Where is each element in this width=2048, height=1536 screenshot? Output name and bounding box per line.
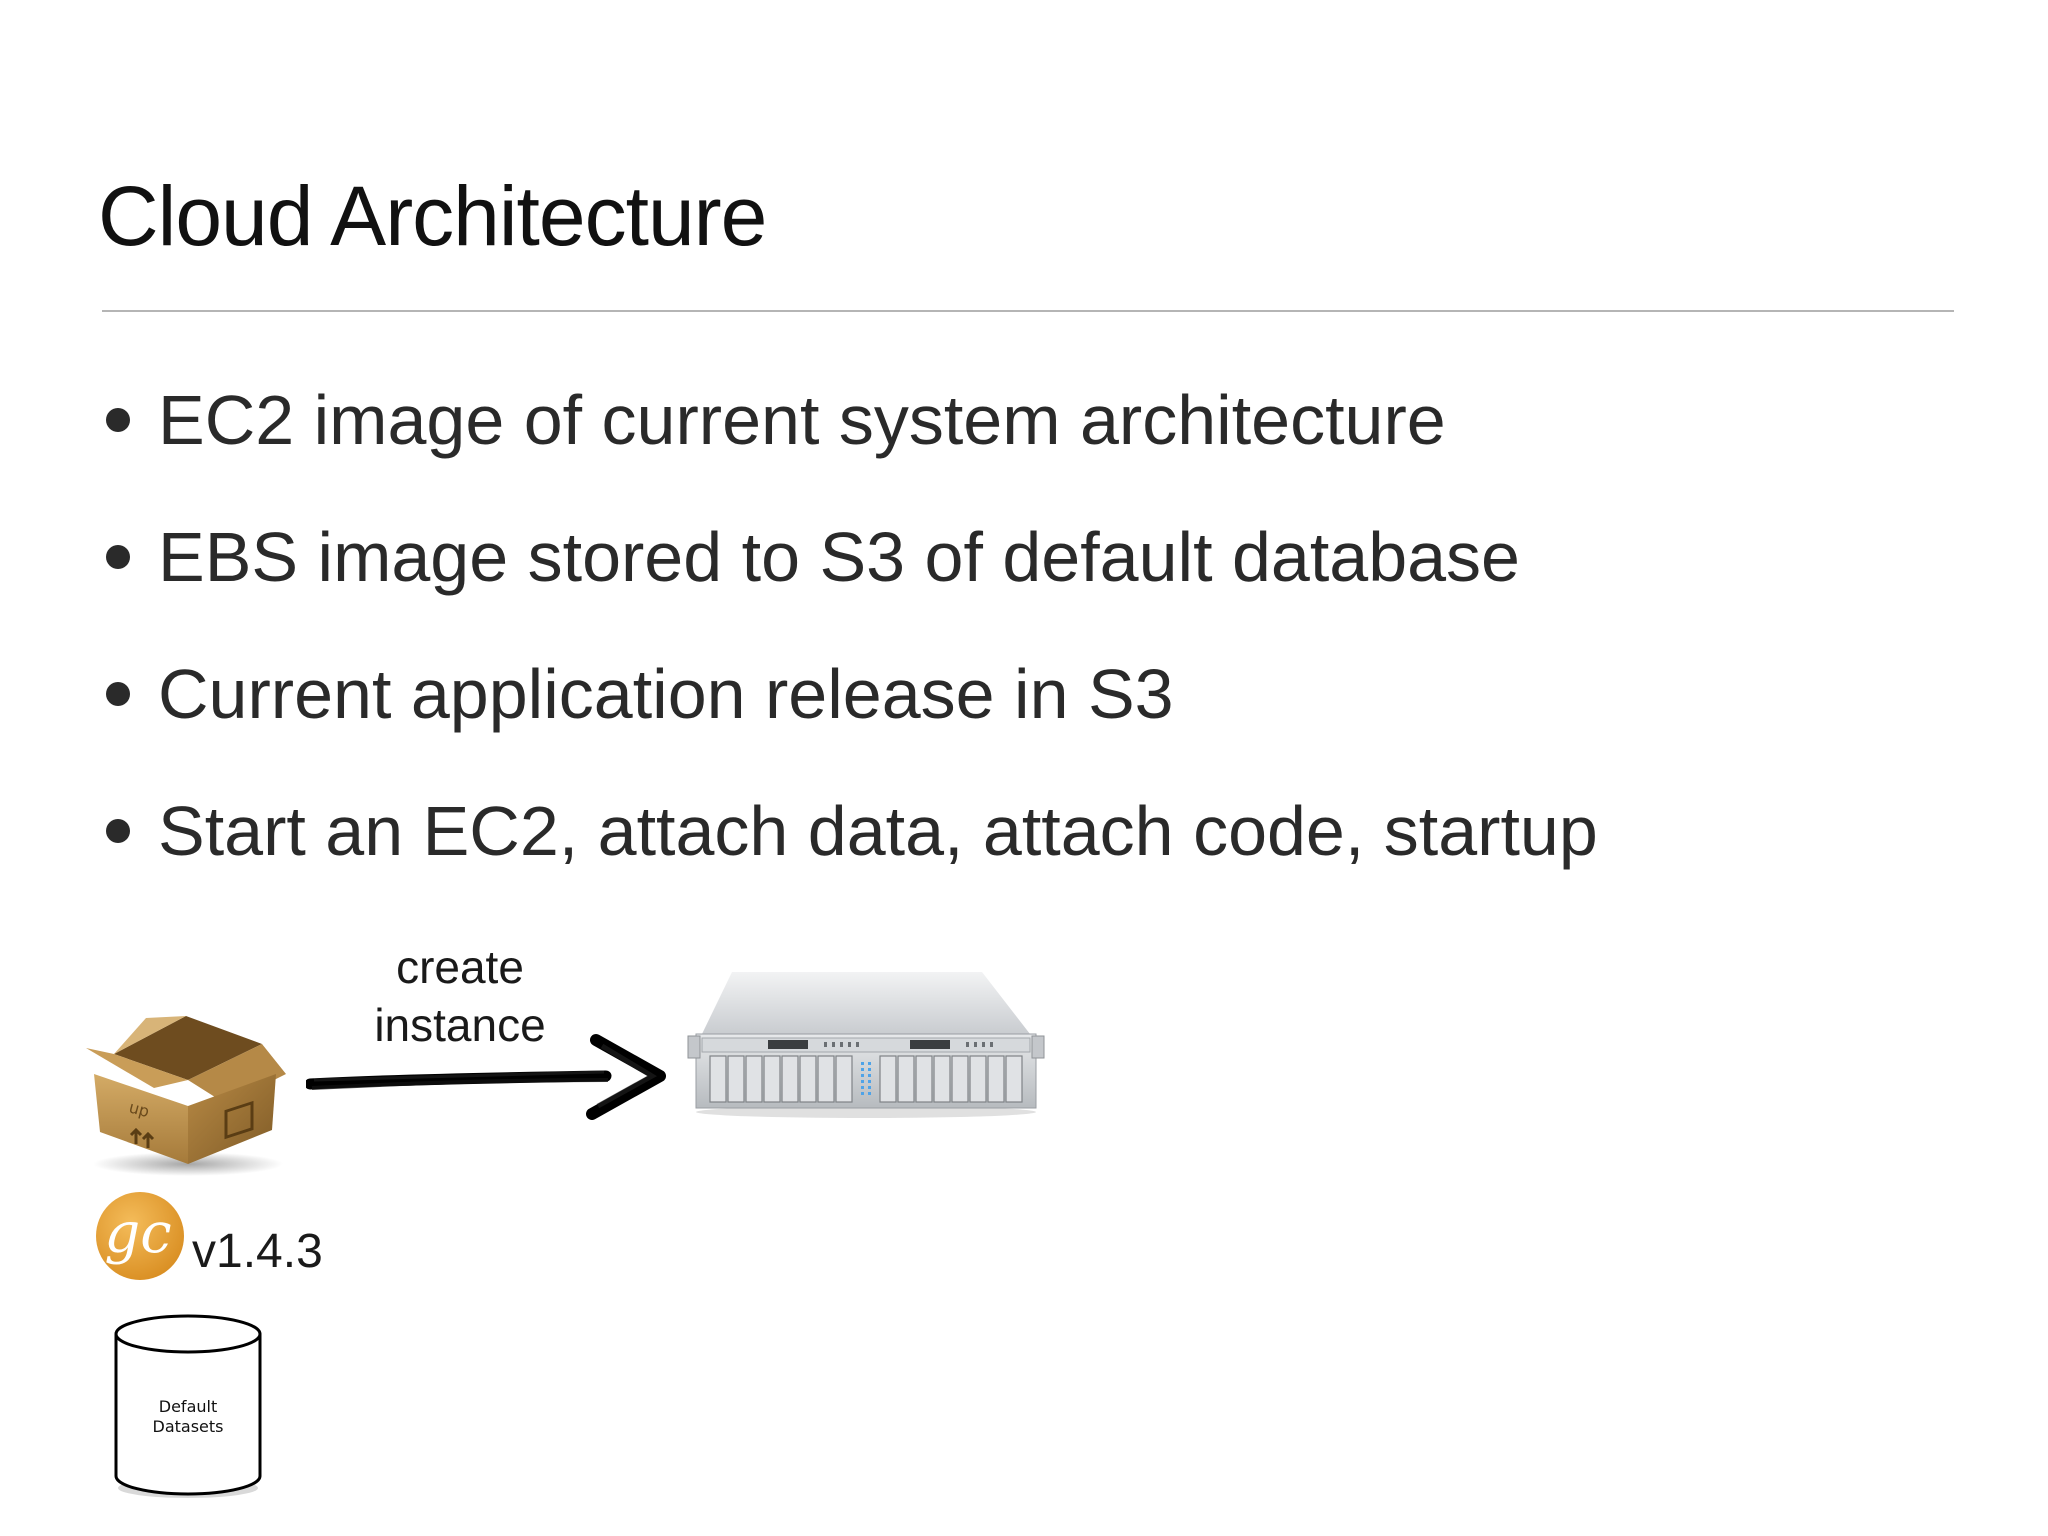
bullet-text: EC2 image of current system architecture: [158, 381, 1446, 459]
database-label-line1: Default: [159, 1397, 217, 1416]
svg-text:up: up: [127, 1098, 152, 1122]
bullet-item: Current application release in S3: [102, 649, 1598, 786]
bullet-dot-icon: [106, 408, 130, 432]
bullet-list: EC2 image of current system architecture…: [102, 375, 1598, 923]
bullet-text: Start an EC2, attach data, attach code, …: [158, 792, 1598, 870]
slide-title: Cloud Architecture: [98, 169, 767, 263]
bullet-text: Current application release in S3: [158, 655, 1174, 733]
version-label: v1.4.3: [192, 1225, 323, 1278]
create-instance-arrow-icon: [306, 1034, 666, 1120]
arrow-label-line1: create: [396, 941, 524, 993]
title-divider: [102, 310, 1954, 312]
arrow-label-line2: instance: [374, 999, 546, 1051]
bullet-dot-icon: [106, 819, 130, 843]
bullet-item: EBS image stored to S3 of default databa…: [102, 512, 1598, 649]
bullet-item: EC2 image of current system architecture: [102, 375, 1598, 512]
gc-logo-icon: gc: [96, 1192, 184, 1280]
arrow-label: create instance: [350, 938, 570, 1054]
package-box-icon: up: [86, 1016, 286, 1176]
bullet-item: Start an EC2, attach data, attach code, …: [102, 786, 1598, 923]
bullet-dot-icon: [106, 682, 130, 706]
bullet-text: EBS image stored to S3 of default databa…: [158, 518, 1520, 596]
database-cylinder-icon: Default Datasets: [114, 1314, 262, 1498]
gc-logo-lettering: gc: [104, 1201, 171, 1266]
database-label-line2: Datasets: [153, 1417, 224, 1436]
rack-server-icon: [687, 972, 1045, 1118]
bullet-dot-icon: [106, 545, 130, 569]
